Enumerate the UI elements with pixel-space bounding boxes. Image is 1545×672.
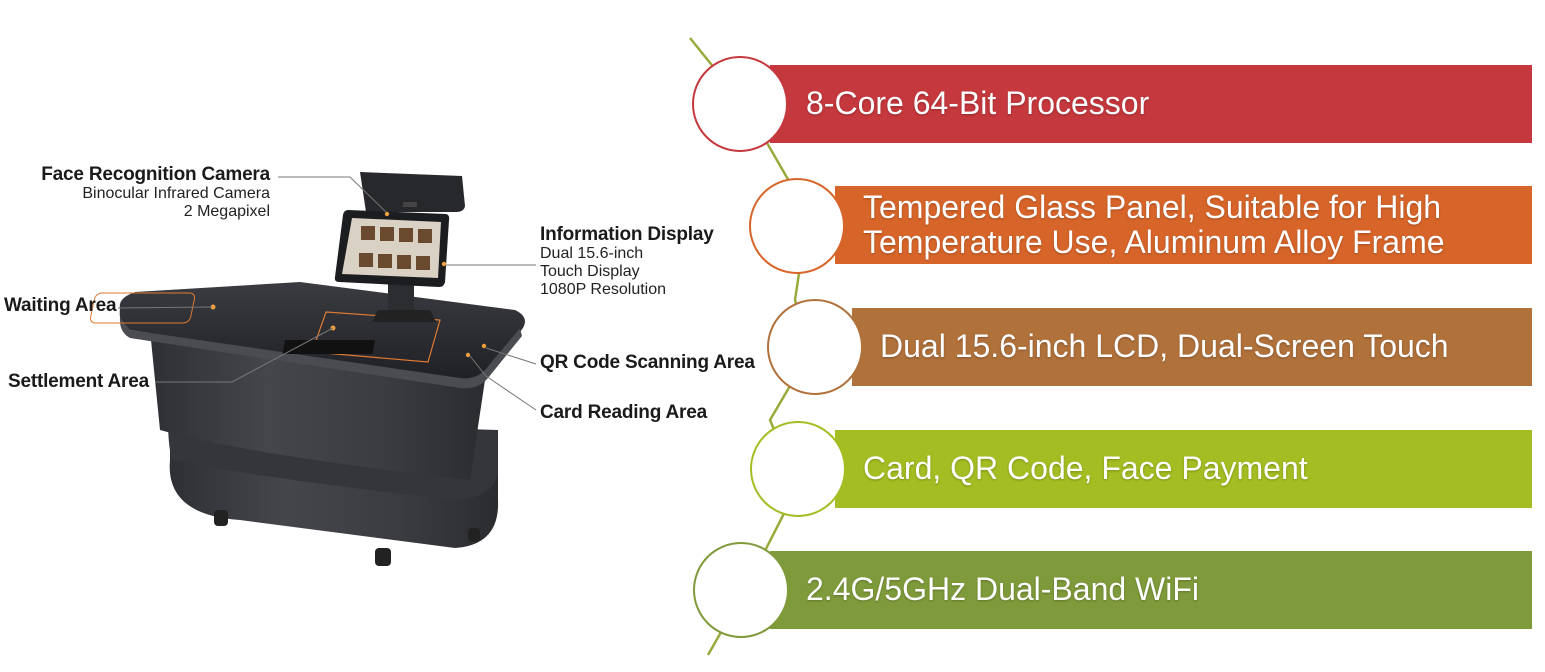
feature-circle-glass-panel [749,178,845,274]
face-camera-line1: Binocular Infrared Camera [82,185,270,203]
counter-top [89,282,525,389]
feature-text-glass-panel: Tempered Glass Panel, Suitable for High … [863,188,1445,260]
card-area-title: Card Reading Area [540,402,707,423]
info-display-line1: Dual 15.6-inch [540,245,644,263]
feature-bar-wifi: 2.4G/5GHz Dual-Band WiFi [770,551,1532,629]
card-area-callout: Card Reading Area [540,402,707,423]
feature-bar-processor: 8-Core 64-Bit Processor [770,65,1532,143]
feature-circle-dual-lcd [767,299,863,395]
waiting-area-title: Waiting Area [4,295,117,316]
feature-circle-payment [750,421,846,517]
feature-bar-payment: Card, QR Code, Face Payment [835,430,1532,508]
feature-circle-wifi [693,542,789,638]
feature-text-dual-lcd: Dual 15.6-inch LCD, Dual-Screen Touch [880,328,1449,365]
face-camera-line2: 2 Megapixel [183,203,270,221]
dual-display [334,172,465,322]
info-display-title: Information Display [540,224,714,245]
info-display-line3: 1080P Resolution [540,281,667,299]
face-camera-callout: Face Recognition Camera Binocular Infrar… [20,164,270,221]
info-display-line2: Touch Display [540,263,640,281]
feature-bar-dual-lcd: Dual 15.6-inch LCD, Dual-Screen Touch [852,308,1532,386]
qr-area-title: QR Code Scanning Area [540,352,755,373]
info-display-callout: Information Display Dual 15.6-inch Touch… [540,224,760,299]
face-camera-title: Face Recognition Camera [41,164,270,185]
waiting-area-callout: Waiting Area [4,295,117,316]
feature-circle-processor [692,56,788,152]
feature-text-payment: Card, QR Code, Face Payment [863,450,1308,487]
settlement-area-title: Settlement Area [8,371,149,392]
leader-lines [117,176,537,411]
product-illustration [89,172,537,566]
settlement-area-callout: Settlement Area [8,371,149,392]
qr-area-callout: QR Code Scanning Area [540,352,755,373]
feature-bar-glass-panel: Tempered Glass Panel, Suitable for High … [835,186,1532,264]
feature-text-processor: 8-Core 64-Bit Processor [806,85,1150,122]
feature-text-wifi: 2.4G/5GHz Dual-Band WiFi [806,571,1200,608]
